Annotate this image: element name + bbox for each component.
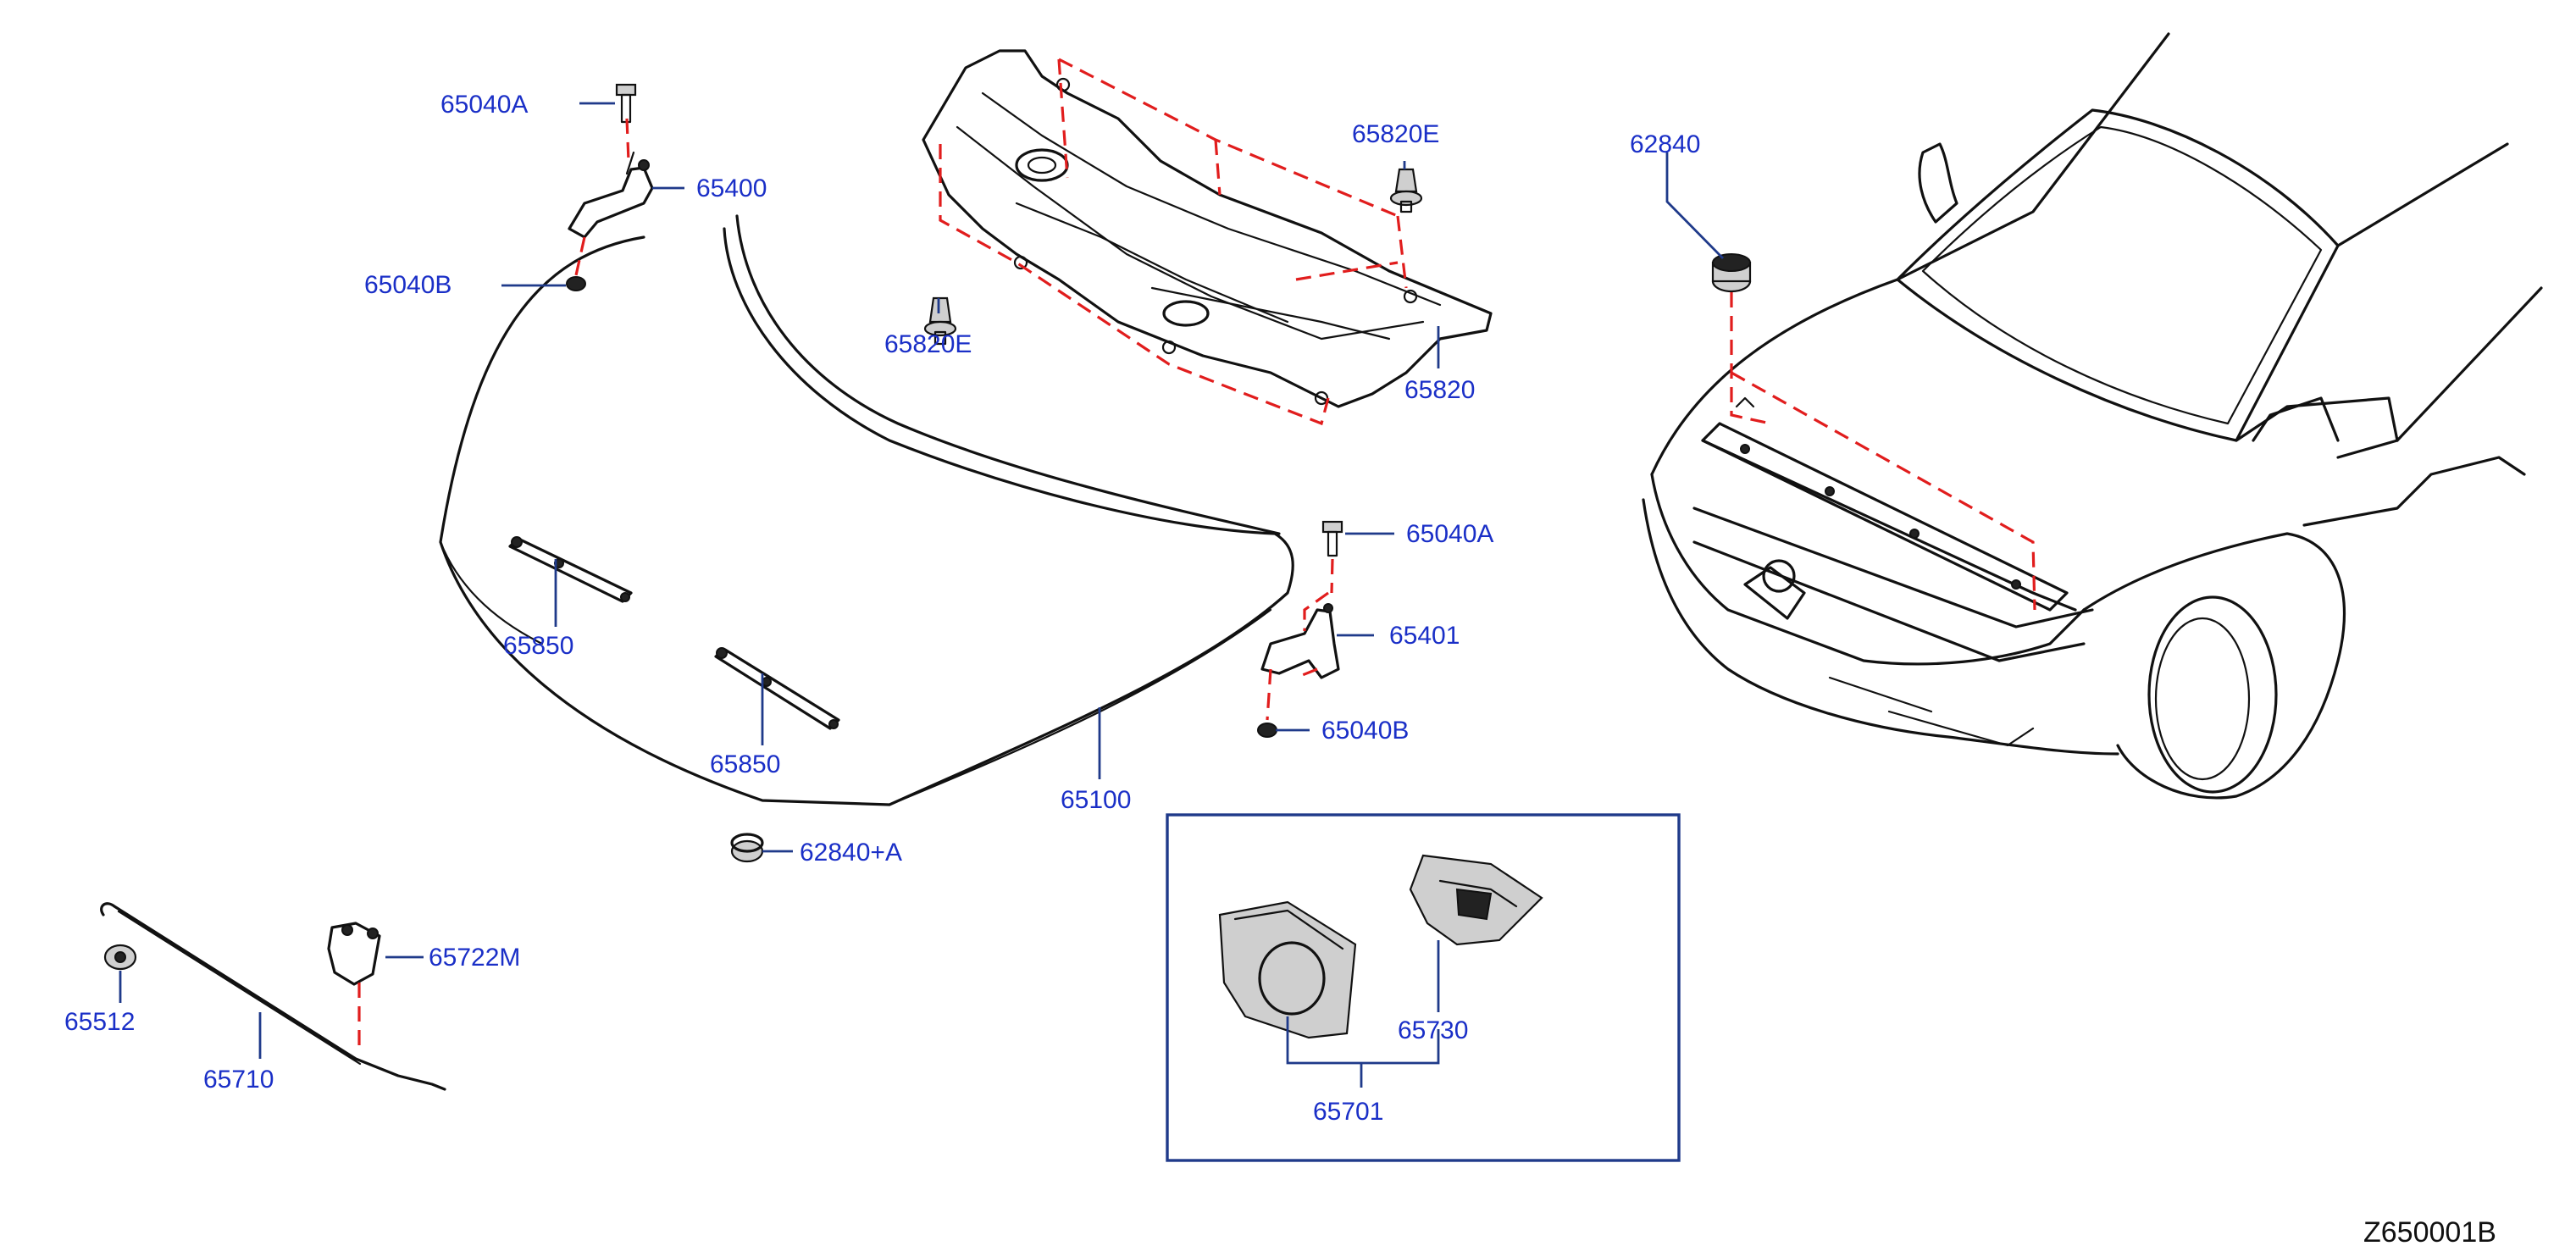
leader-lines [119, 102, 1724, 1088]
hood-panel [439, 214, 1294, 806]
label-65820E-left: 65820E [884, 330, 972, 358]
label-62840A: 62840+A [800, 839, 902, 867]
label-65100: 65100 [1061, 786, 1131, 814]
clip-65820E-left [923, 296, 957, 346]
label-65710: 65710 [203, 1066, 274, 1094]
hood-lock-detail-box [1166, 813, 1681, 1162]
hood-bumper-62840 [1711, 253, 1752, 293]
label-65850-a: 65850 [503, 632, 573, 660]
nut-65040B-mid [1257, 723, 1277, 738]
hood-lock-assembly [1218, 900, 1357, 1039]
label-65850-b: 65850 [710, 750, 780, 778]
bolt-65040A-mid [1321, 520, 1343, 557]
radiator-core-support [1701, 396, 2069, 612]
hood-bumper-62840A [730, 833, 764, 863]
hood-hinge-left [568, 151, 654, 239]
nut-65040B-top [566, 276, 586, 291]
label-65722M: 65722M [429, 944, 520, 972]
label-65040B-mid: 65040B [1321, 717, 1409, 745]
mounting-links-under-cover [939, 58, 1408, 426]
label-65401: 65401 [1389, 622, 1460, 650]
hood-support-rod [100, 902, 446, 1091]
clip-65820E-right [1389, 168, 1423, 213]
bolt-65040A-top [615, 83, 637, 124]
label-65820: 65820 [1404, 376, 1475, 404]
rod-holder-65722M [327, 922, 381, 986]
engine-under-cover [922, 49, 1493, 408]
hood-lock-cover [1409, 854, 1543, 946]
hood-seal-strip-a [508, 536, 633, 603]
mounting-links-vehicle [1730, 292, 2036, 611]
label-65512: 65512 [64, 1008, 135, 1036]
label-65040A-top: 65040A [440, 91, 528, 119]
label-65701: 65701 [1313, 1098, 1383, 1126]
diagram-code: Z650001B [2363, 1216, 2496, 1249]
mounting-links-hinges [574, 118, 1334, 721]
vehicle-front-outline [1642, 32, 2543, 800]
hood-hinge-right [1260, 603, 1340, 679]
hood-seal-strip-b [714, 647, 840, 730]
label-65730: 65730 [1398, 1016, 1468, 1044]
label-65040A-mid: 65040A [1406, 520, 1493, 548]
label-65400: 65400 [696, 174, 767, 202]
label-62840: 62840 [1630, 130, 1700, 158]
grommet-65512 [103, 944, 137, 971]
label-65040B-top: 65040B [364, 271, 451, 299]
label-65820E-right: 65820E [1352, 120, 1439, 148]
